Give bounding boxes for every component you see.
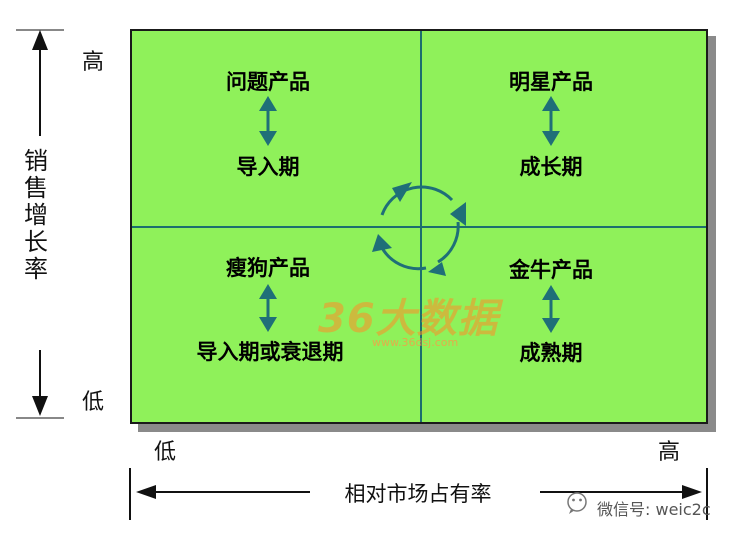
x-axis-title: 相对市场占有率 — [344, 482, 492, 506]
x-axis-high-label: 高 — [658, 440, 681, 465]
wechat-id: 微信号: weic2c — [597, 500, 711, 519]
y-axis-arrow-up-icon — [32, 30, 48, 50]
y-axis-arrow-down-icon — [32, 396, 48, 416]
quadrant-cow-stage: 成熟期 — [519, 341, 583, 365]
quadrant-star-title: 明星产品 — [509, 70, 593, 94]
x-axis-low-label: 低 — [154, 440, 177, 465]
wechat-logo-icon — [567, 492, 587, 514]
y-axis-low-label: 低 — [82, 390, 105, 415]
bcg-matrix — [130, 29, 708, 424]
y-axis-title: 销售增长率 — [24, 147, 48, 283]
watermark-logo: 36大数据 — [318, 296, 499, 342]
quadrant-dog-title: 瘦狗产品 — [226, 256, 310, 280]
y-axis-high-label: 高 — [82, 50, 105, 75]
quadrant-cow-title: 金牛产品 — [509, 258, 593, 282]
quadrant-question-title: 问题产品 — [226, 70, 310, 94]
horizontal-divider — [132, 226, 706, 228]
watermark-url: www.36dsj.com — [372, 336, 459, 349]
x-axis-arrow-right-icon — [682, 485, 702, 499]
quadrant-question-stage: 导入期 — [236, 155, 300, 179]
quadrant-dog-stage: 导入期或衰退期 — [196, 340, 344, 364]
quadrant-star-stage: 成长期 — [519, 155, 583, 179]
x-axis-arrow-left-icon — [136, 485, 156, 499]
